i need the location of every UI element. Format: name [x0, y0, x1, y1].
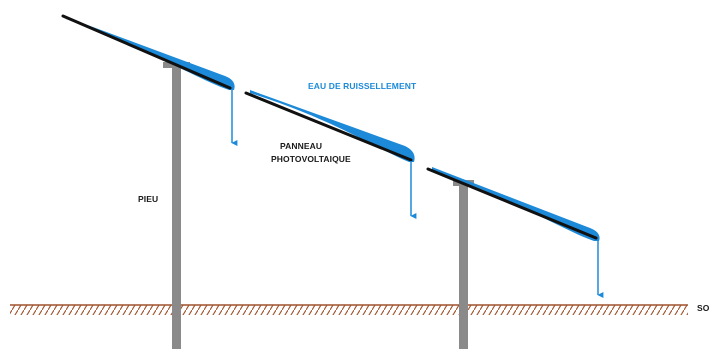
panel-label-line1: PANNEAU [280, 141, 322, 151]
panel-1-surface [61, 14, 232, 90]
pile-label: PIEU [138, 194, 158, 204]
runoff-label: EAU DE RUISSELLEMENT [308, 81, 417, 91]
panel-label-line2: PHOTOVOLTAIQUE [271, 154, 351, 164]
pile-1-shaft [172, 66, 181, 349]
panel-1 [61, 14, 238, 146]
panel-2 [244, 90, 417, 219]
panel-2-surface [244, 91, 413, 162]
pile-2 [453, 180, 474, 349]
ground-label: SO [697, 303, 710, 313]
panel-3-surface [426, 167, 598, 240]
ground-hatching [10, 305, 688, 315]
ground [10, 304, 688, 315]
pile-2-shaft [459, 184, 468, 349]
panel-3 [426, 167, 604, 298]
